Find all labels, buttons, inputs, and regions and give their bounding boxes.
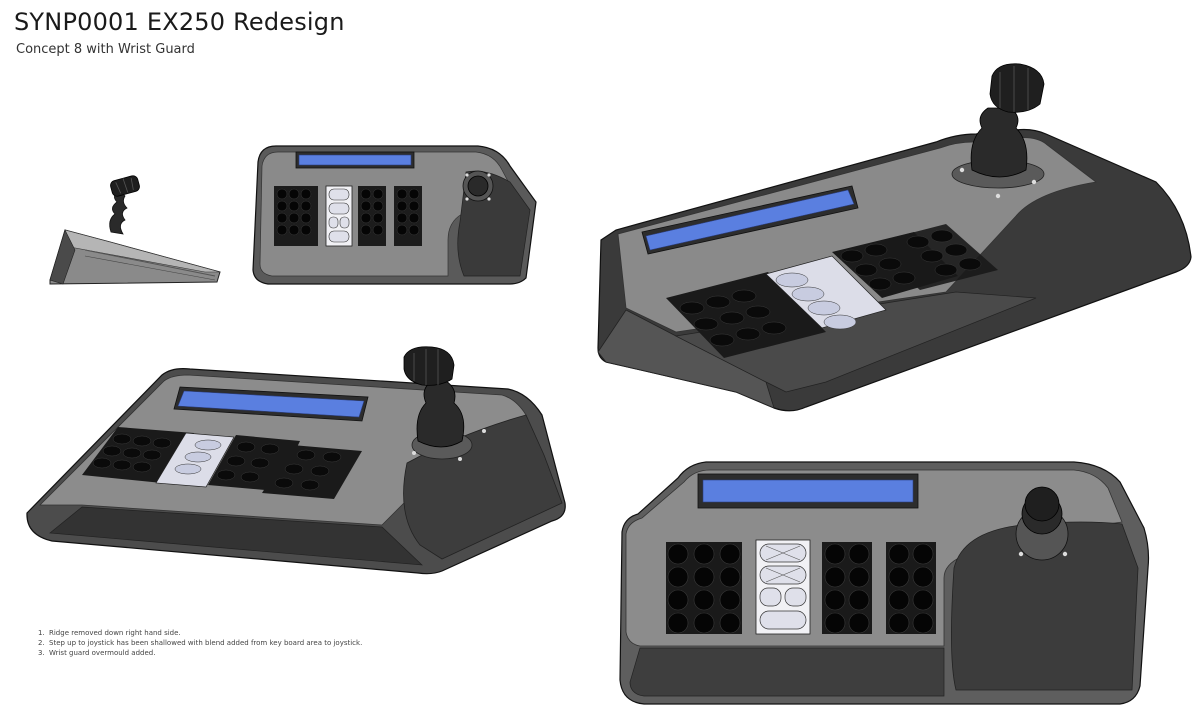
top-view-small-render [252,145,537,285]
note-text: Wrist guard overmould added. [49,649,156,657]
note-number: 1. [38,629,45,637]
note-text: Ridge removed down right hand side. [49,629,181,637]
top-view-large-render [619,461,1150,705]
note-number: 2. [38,639,45,647]
document-subtitle: Concept 8 with Wrist Guard [16,42,195,57]
note-text: Step up to joystick has been shallowed w… [49,639,363,647]
iso-view-left-render [26,346,566,575]
design-note-item: 3. Wrist guard overmould added. [38,648,362,658]
iso-view-right-render [597,63,1192,412]
design-note-item: 2. Step up to joystick has been shallowed… [38,638,362,648]
note-number: 3. [38,649,45,657]
design-notes-list: 1. Ridge removed down right hand side. 2.… [38,628,362,658]
design-note-item: 1. Ridge removed down right hand side. [38,628,362,638]
document-title: SYNP0001 EX250 Redesign [14,8,345,36]
side-view-render [49,175,221,285]
